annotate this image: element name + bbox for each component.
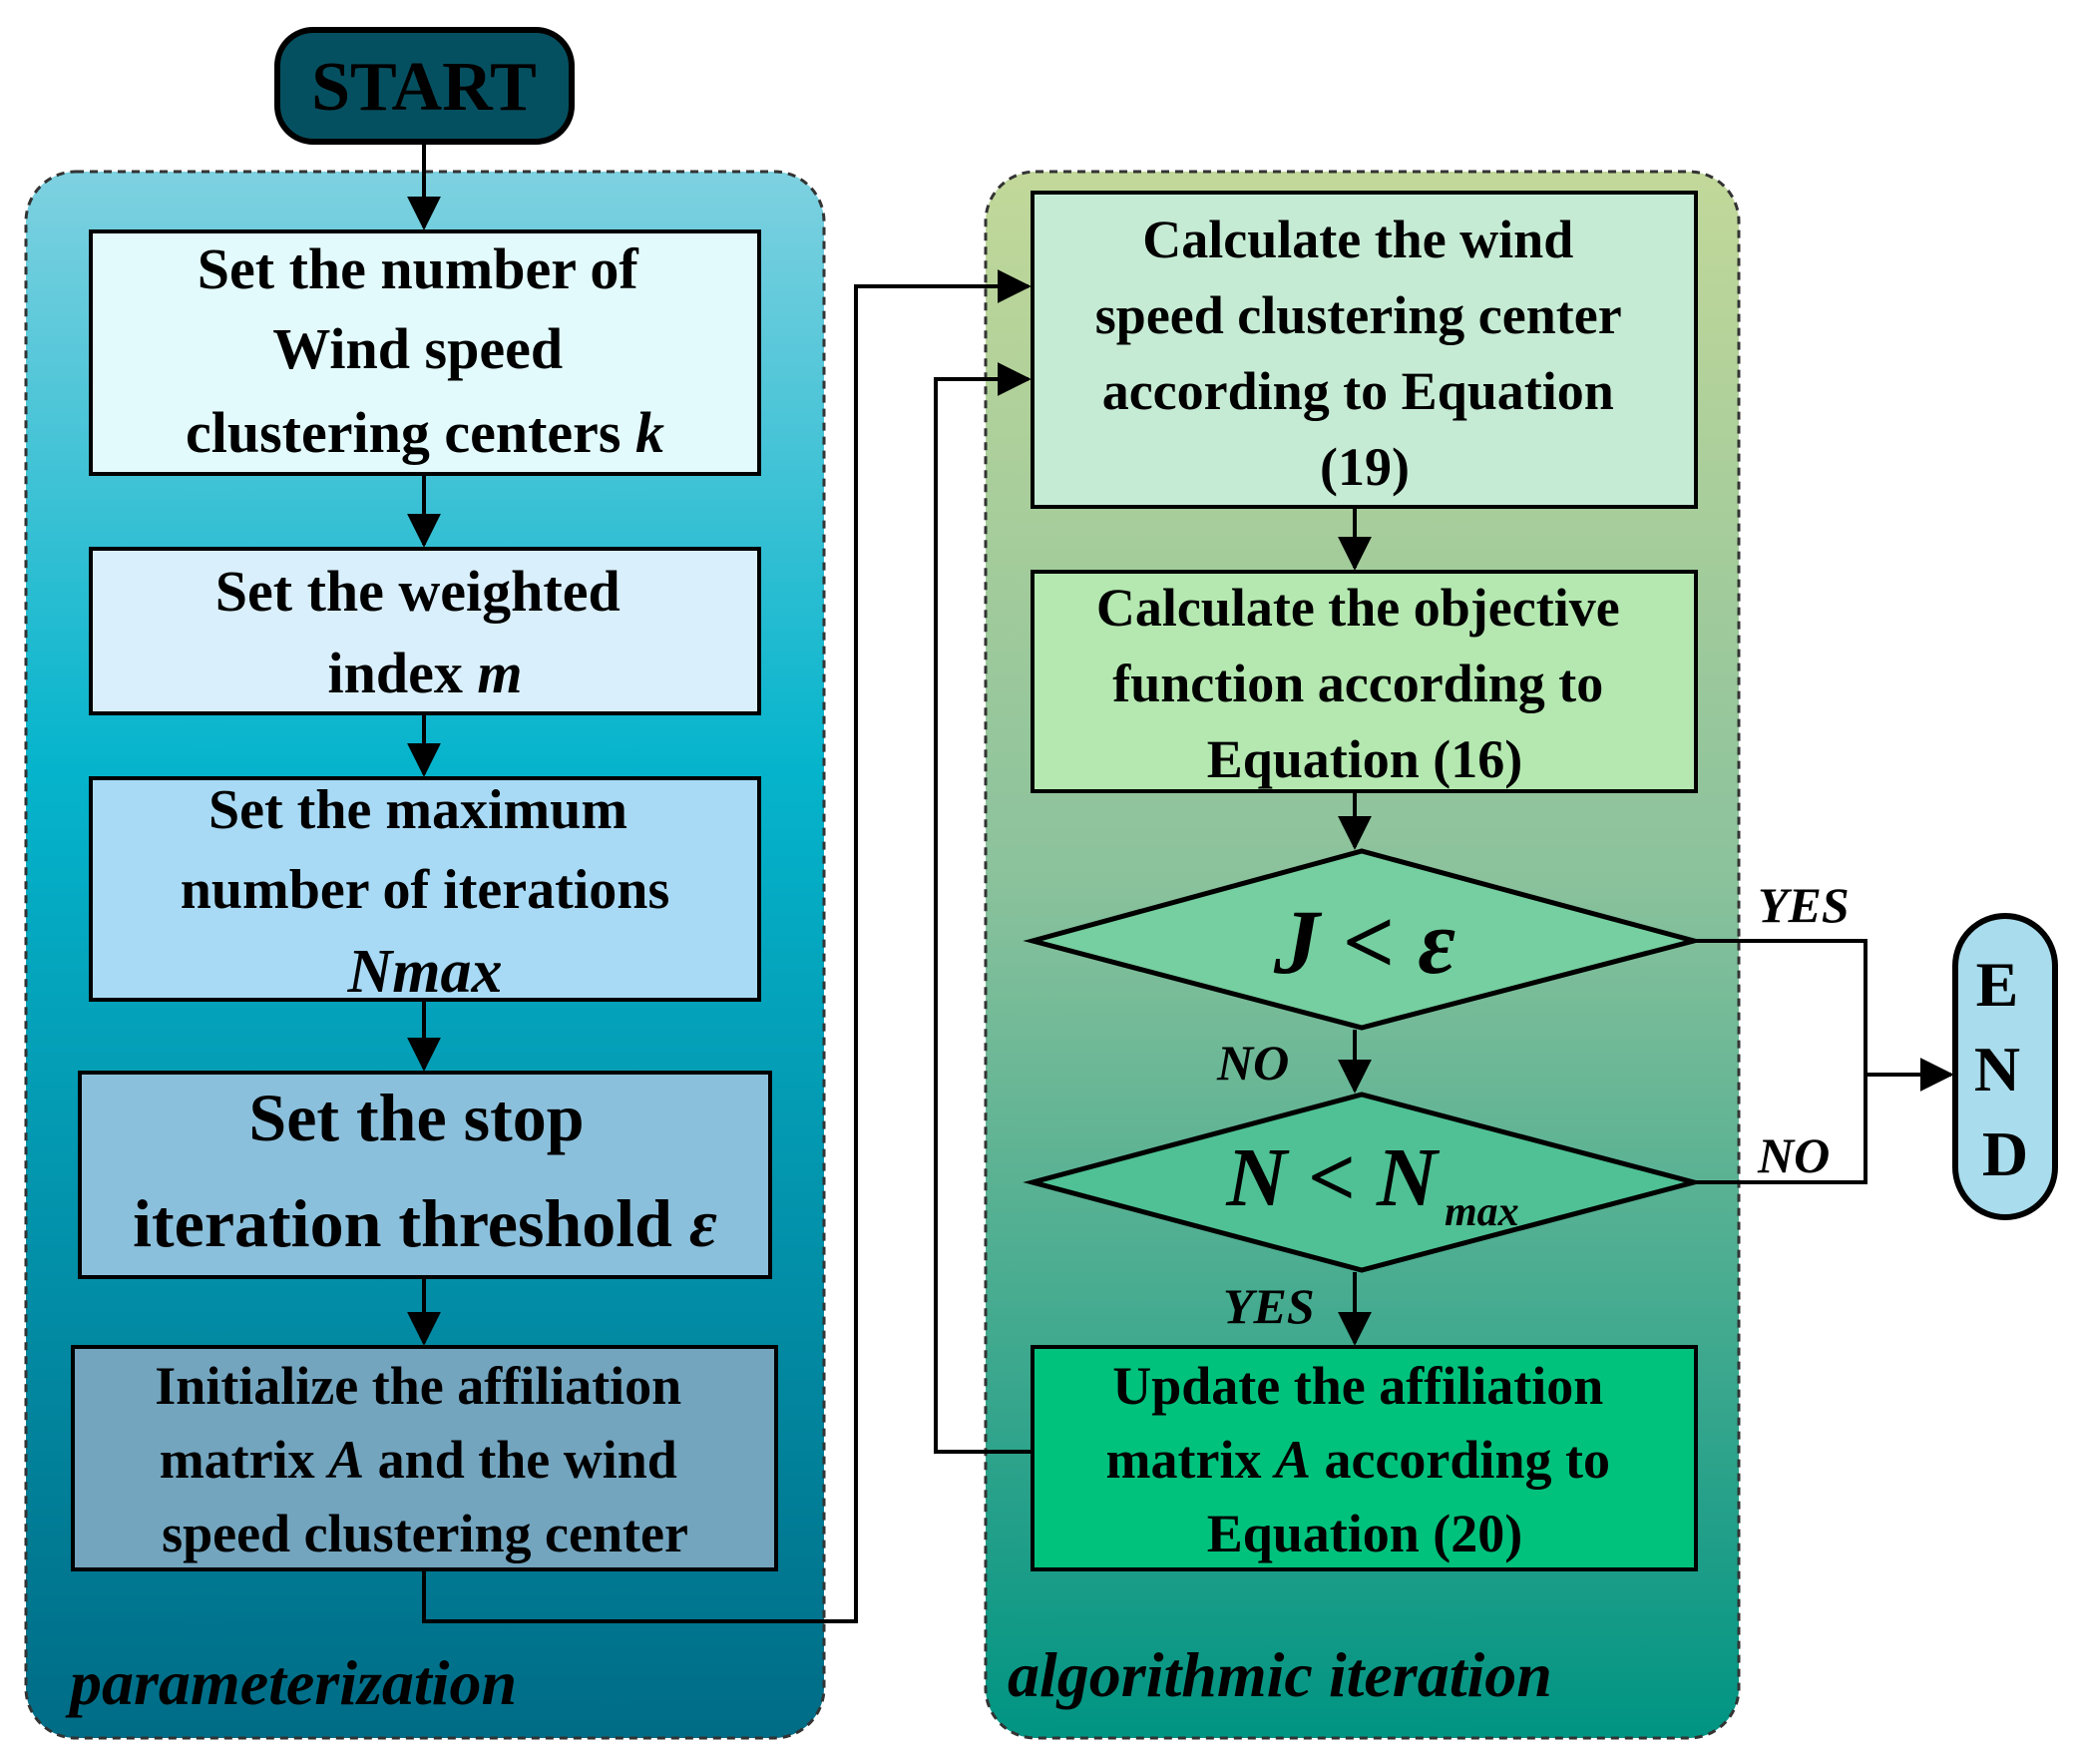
d1-right: ε <box>1418 891 1455 993</box>
caption-parameterization: parameterization <box>65 1647 517 1718</box>
step5-line2: and the wind <box>364 1430 677 1490</box>
d2-op: < <box>1308 1131 1356 1224</box>
svg-text:Update the affiliation mat: Update the affiliation matrix A accordin… <box>1106 1356 1624 1563</box>
arrow-loop-back-to-r1 <box>934 362 1033 1454</box>
r1-line4: (19) <box>1320 437 1410 497</box>
d2-left: N <box>1225 1131 1290 1224</box>
svg-text:Set the maximum number of: Set the maximum number of iterations <box>181 779 670 921</box>
step-set-weighted-index <box>89 547 761 715</box>
step3-line2: number of iterations <box>181 859 670 921</box>
d2-sub-max: max <box>1445 1189 1519 1235</box>
r1-line3: according to Equation <box>1102 361 1614 421</box>
step-set-max-iterations <box>89 776 761 1002</box>
step-set-cluster-count <box>89 229 761 476</box>
step5-line1: Initialize the affiliation <box>155 1356 681 1416</box>
r2-line3: Equation (16) <box>1207 729 1523 789</box>
step-calc-cluster-center <box>1031 191 1698 509</box>
end-letter-e: E <box>1976 949 2019 1020</box>
arrow-s5-to-r1 <box>422 269 1032 1623</box>
start-terminal <box>274 27 575 145</box>
svg-text:E N D: E N D <box>1974 949 2036 1189</box>
svg-text:Calculate the objective fu: Calculate the objective function accordi… <box>1096 578 1633 789</box>
d1-left: J <box>1273 891 1323 993</box>
line-d2-no <box>1694 1075 1867 1184</box>
svg-text:J < ε: J < ε <box>1273 891 1455 993</box>
step2-var-m: m <box>477 641 522 705</box>
step-update-matrix <box>1031 1345 1698 1571</box>
end-letter-n: N <box>1974 1034 2020 1104</box>
step2-line1: Set the weighted <box>215 559 621 624</box>
r2-line1: Calculate the objective <box>1096 578 1620 638</box>
r1-line2: speed clustering center <box>1095 285 1621 345</box>
step5-pre: matrix <box>160 1430 328 1490</box>
step4-line2: iteration threshold <box>133 1185 689 1261</box>
step-calc-objective <box>1031 570 1698 793</box>
r3-pre: matrix <box>1106 1430 1275 1490</box>
r3-line3: Equation (20) <box>1207 1504 1523 1563</box>
r3-line2: according to <box>1311 1430 1610 1490</box>
r1-line1: Calculate the wind <box>1142 210 1573 269</box>
step2-line2: index <box>328 641 478 705</box>
line-d1-yes <box>1694 939 1867 1075</box>
label-d2-no: NO <box>1757 1127 1830 1183</box>
step3-line1: Set the maximum <box>208 779 627 841</box>
r2-line2: function according to <box>1112 654 1603 713</box>
step4-var-epsilon: ε <box>689 1185 717 1261</box>
step5-line3: speed clustering center <box>162 1504 688 1563</box>
connectors <box>407 145 1954 1623</box>
step-set-stop-threshold <box>78 1071 772 1279</box>
end-letter-d: D <box>1982 1118 2028 1189</box>
r3-var-a: A <box>1272 1430 1311 1490</box>
svg-text:Set the number of Wind spe: Set the number of Wind speed clustering … <box>186 236 664 465</box>
step4-line1: Set the stop <box>248 1080 584 1155</box>
label-d1-no: NO <box>1216 1035 1289 1091</box>
d1-op: < <box>1343 891 1395 993</box>
d2-right: N <box>1376 1131 1441 1224</box>
svg-text:N < N: N < N <box>1225 1131 1441 1224</box>
step3-var-nmax: Nmax <box>347 938 503 1006</box>
caption-algorithmic-iteration: algorithmic iteration <box>1008 1639 1552 1710</box>
step1-var-k: k <box>635 400 664 465</box>
svg-text:Set the stop iteration thr: Set the stop iteration threshold ε <box>133 1080 717 1261</box>
step1-line1: Set the number of <box>198 236 639 301</box>
svg-text:Calculate the wind speed c: Calculate the wind speed clustering cent… <box>1095 210 1634 497</box>
step1-line2: Wind speed <box>272 316 563 381</box>
label-d1-yes: YES <box>1758 877 1850 933</box>
step1-line3: clustering centers <box>186 400 635 465</box>
start-label: START <box>311 49 537 126</box>
step5-var-a: A <box>325 1430 364 1490</box>
svg-text:Set the weighted index m: Set the weighted index m <box>215 559 634 705</box>
step-initialize-matrix <box>71 1345 778 1571</box>
r3-line1: Update the affiliation <box>1112 1356 1603 1416</box>
label-d2-yes: YES <box>1223 1278 1315 1334</box>
end-terminal <box>1952 913 2058 1220</box>
svg-text:Initialize the affiliation: Initialize the affiliation matrix A and … <box>155 1356 694 1563</box>
